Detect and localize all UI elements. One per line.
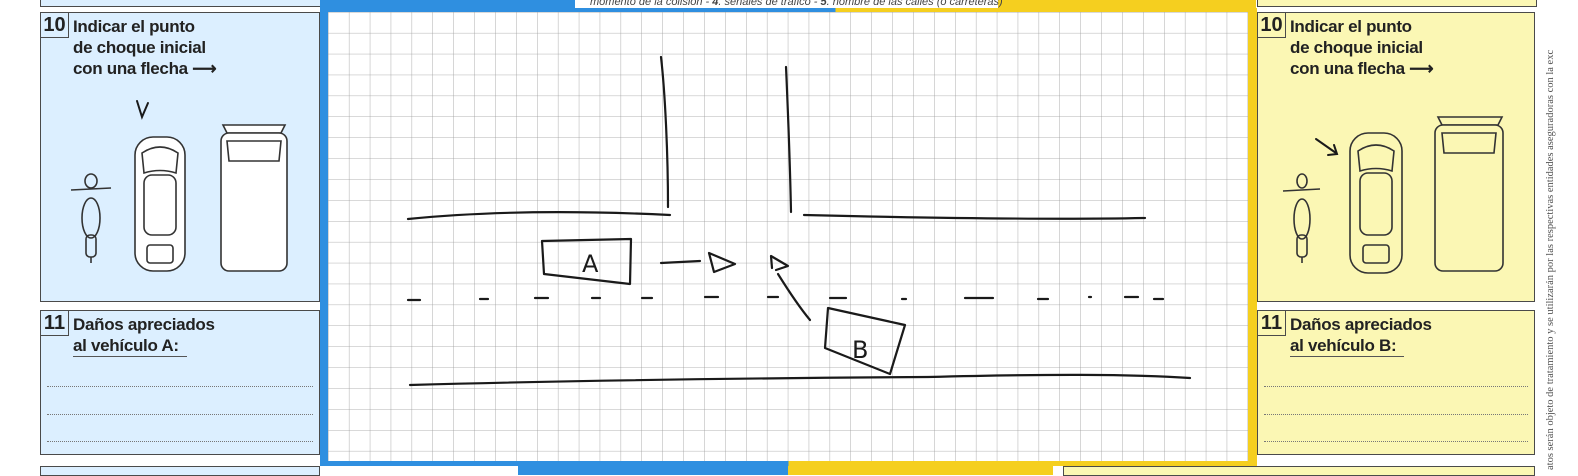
arrow-right-icon: ⟶: [1409, 59, 1434, 78]
top-left-panel-edge: [40, 0, 322, 7]
vehicle-b-direction-arrow: [769, 254, 812, 322]
bottom-yellow-tab: [788, 466, 1053, 475]
street-edge-right: [784, 65, 793, 214]
damage-line-3[interactable]: [47, 441, 313, 442]
bottom-blue-tab: [518, 466, 788, 475]
section-10-vehicle-a: 10 Indicar el punto de choque inicial co…: [40, 12, 320, 302]
vehicle-a-box: [540, 237, 633, 286]
arrow-right-icon: ⟶: [192, 59, 217, 78]
vehicle-diagrams-b: [1282, 116, 1504, 274]
street-edge-left: [659, 55, 670, 209]
damage-line-2[interactable]: [1264, 414, 1528, 415]
vehicle-b-box: [823, 306, 907, 376]
privacy-side-note: atos serán objeto de tratamiento y se ut…: [1545, 49, 1556, 470]
section-number: 11: [41, 311, 69, 336]
damage-line-1[interactable]: [47, 386, 313, 387]
section-number: 10: [41, 13, 69, 38]
section-10-heading: Indicar el punto de choque inicial con u…: [73, 17, 217, 78]
sketch-frame-blue: [320, 10, 328, 465]
pen-arrow-icon: [1315, 138, 1339, 156]
vehicle-a-label: A: [582, 250, 599, 278]
truck-icon: [220, 124, 288, 272]
sketch-frame-yellow: [1248, 10, 1257, 465]
section-11-heading: Daños apreciados al vehículo B:: [1290, 315, 1432, 357]
road-top-edge-left: [406, 211, 672, 221]
car-icon: [134, 136, 186, 272]
section-10-heading: Indicar el punto de choque inicial con u…: [1290, 17, 1434, 78]
pen-arrow-icon: [136, 100, 149, 120]
section-10-vehicle-b: 10 Indicar el punto de choque inicial co…: [1257, 12, 1535, 302]
road-center-dashes: [406, 295, 1165, 302]
sketch-instructions-caption: momento de la colisión - 4. señales de t…: [590, 0, 1003, 8]
sketch-frame-top: [320, 8, 1257, 12]
vehicle-b-label: B: [852, 336, 868, 364]
motorcycle-icon: [70, 173, 112, 263]
top-right-panel-edge: [1257, 0, 1537, 7]
damage-line-2[interactable]: [47, 414, 313, 415]
accident-sketch-grid[interactable]: A B: [328, 12, 1248, 461]
car-icon: [1349, 132, 1403, 274]
section-11-vehicle-b: 11 Daños apreciados al vehículo B:: [1257, 310, 1535, 455]
sketch-frame-bottom: [320, 461, 1257, 466]
road-top-edge-right: [802, 213, 1147, 220]
damage-line-3[interactable]: [1264, 441, 1528, 442]
section-11-vehicle-a: 11 Daños apreciados al vehículo A:: [40, 310, 320, 455]
road-bottom-edge: [408, 373, 1192, 387]
section-number: 11: [1258, 311, 1286, 336]
damage-line-1[interactable]: [1264, 386, 1528, 387]
section-11-heading: Daños apreciados al vehículo A:: [73, 315, 215, 357]
vehicle-diagrams-a: [70, 100, 288, 272]
truck-icon: [1434, 116, 1504, 272]
motorcycle-icon: [1282, 173, 1321, 263]
vehicle-a-direction-arrow: [659, 251, 737, 274]
section-number: 10: [1258, 13, 1286, 38]
